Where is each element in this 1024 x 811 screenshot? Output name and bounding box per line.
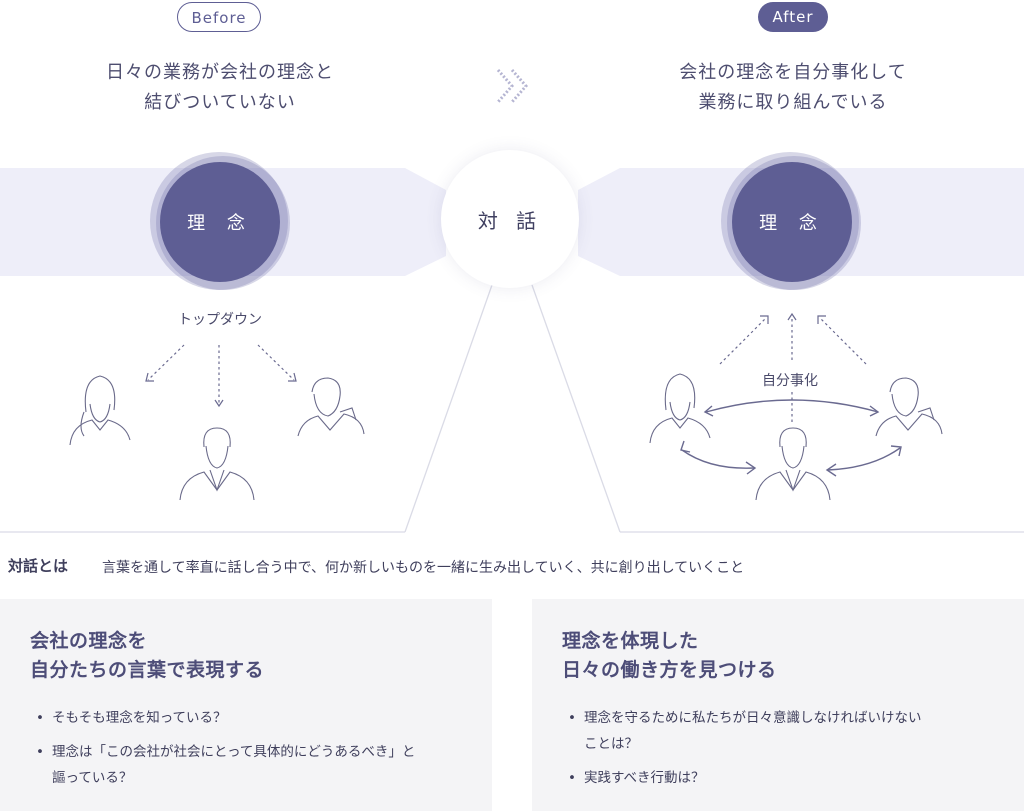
person-man-suit-icon: [875, 377, 943, 437]
before-headline: 日々の業務が会社の理念と 結びついていない: [106, 62, 334, 113]
topdown-arrows: [147, 344, 295, 404]
panel-left-title: 会社の理念を 自分たちの言葉で表現する: [30, 630, 265, 681]
definition-term: 対話とは: [8, 557, 69, 575]
after-badge: After: [758, 2, 828, 32]
after-headline: 会社の理念を自分事化して 業務に取り組んでいる: [679, 62, 907, 113]
person-man-suit-icon: [297, 377, 365, 437]
person-man-icon: [755, 427, 831, 501]
self-ownership-label: 自分事化: [762, 373, 818, 389]
dialogue-circle: 対 話: [441, 150, 579, 288]
guide-line-left: [404, 284, 493, 533]
person-woman-icon: [649, 373, 711, 444]
panel-right: 理念を体現した 日々の働き方を見つける 理念を守るために私たちが日々意識しなけれ…: [532, 599, 1024, 811]
chevron-double-right-icon: [496, 69, 528, 103]
panel-right-bullets: 理念を守るために私たちが日々意識しなければいけない ことは？ 実践すべき行動は？: [568, 705, 922, 799]
panel-left: 会社の理念を 自分たちの言葉で表現する そもそも理念を知っている？ 理念は「この…: [0, 599, 492, 811]
topdown-arrowheads: [145, 372, 297, 408]
band-connector-right: [578, 168, 620, 276]
band-connector-left: [405, 168, 446, 276]
person-woman-icon: [69, 375, 131, 446]
person-man-icon: [179, 427, 255, 501]
bottom-up-arrowheads: [760, 312, 826, 324]
panel-right-title: 理念を体現した 日々の働き方を見つける: [562, 630, 777, 681]
topdown-label: トップダウン: [178, 312, 262, 328]
before-badge: Before: [177, 2, 261, 32]
bullet-item: そもそも理念を知っている？: [36, 705, 415, 731]
bottom-up-arrows: [719, 316, 867, 424]
mutual-arrows: [680, 399, 902, 477]
after-rinen-circle: 理 念: [732, 162, 852, 282]
bullet-item: 理念を守るために私たちが日々意識しなければいけない ことは？: [568, 705, 922, 757]
definition-text: 言葉を通して率直に話し合う中で、何か新しいものを一緒に生み出していく、共に創り出…: [102, 560, 745, 576]
guide-line-right: [531, 284, 621, 533]
panel-left-bullets: そもそも理念を知っている？ 理念は「この会社が社会にとって具体的にどうあるべき」…: [36, 705, 415, 799]
bullet-item: 理念は「この会社が社会にとって具体的にどうあるべき」と 謳っている？: [36, 739, 415, 791]
before-rinen-circle: 理 念: [160, 162, 280, 282]
bullet-item: 実践すべき行動は？: [568, 765, 922, 791]
